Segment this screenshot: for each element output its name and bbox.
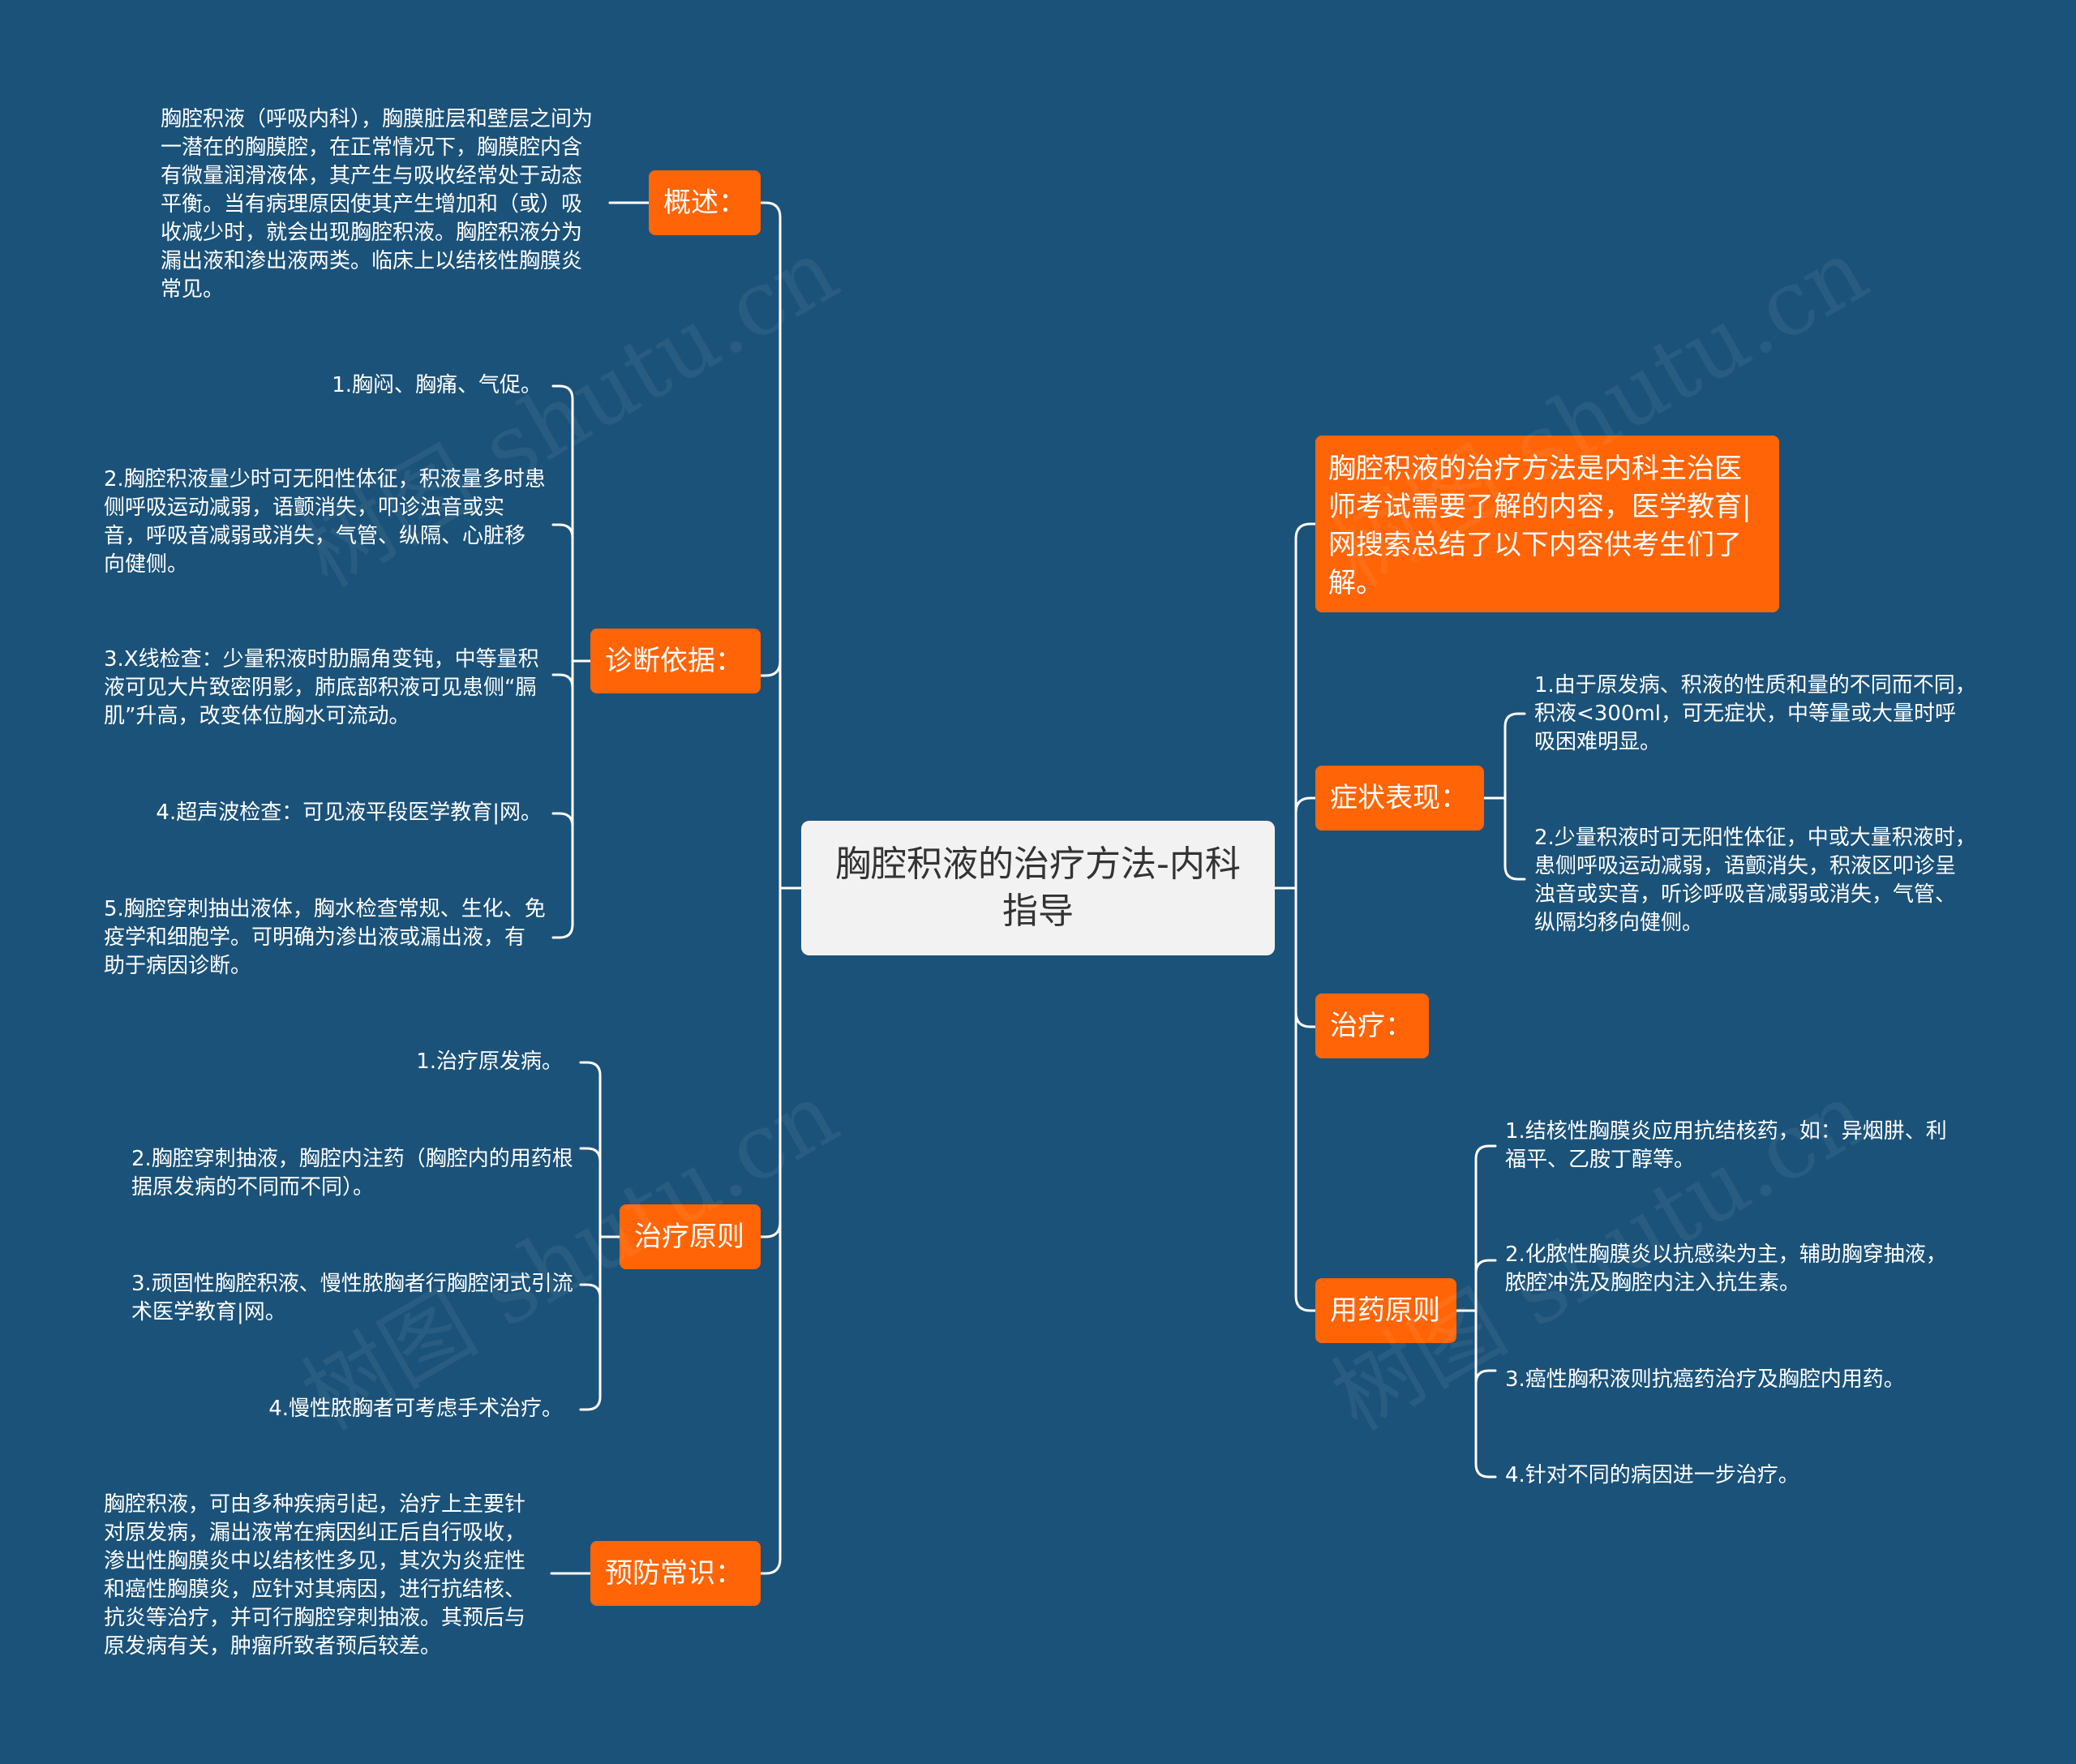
prevention-text: 胸腔积液，可由多种疾病引起，治疗上主要针对原发病，漏出液常在病因纠正后自行吸收，… — [104, 1492, 526, 1659]
branch-overview[interactable]: 概述： — [649, 170, 761, 235]
principles-item: 1.治疗原发病。 — [416, 1049, 563, 1074]
branch-principles[interactable]: 治疗原则 — [620, 1204, 761, 1269]
root-title: 胸腔积液的治疗方法-内科指导 — [835, 843, 1241, 932]
principles-item: 3.顽固性胸腔积液、慢性脓胸者行胸腔闭式引流术医学教育|网。 — [131, 1272, 573, 1324]
overview-text: 胸腔积液（呼吸内科），胸膜脏层和壁层之间为一潜在的胸膜腔，在正常情况下，胸膜腔内… — [161, 107, 594, 302]
principles-item: 4.慢性脓胸者可考虑手术治疗。 — [268, 1397, 563, 1421]
medication-item: 4.针对不同的病因进一步治疗。 — [1505, 1463, 1799, 1487]
branch-prevention-label: 预防常识： — [605, 1557, 743, 1590]
branch-principles-label: 治疗原则 — [634, 1221, 744, 1253]
branch-treatment-label: 治疗： — [1330, 1010, 1413, 1042]
intro-text: 胸腔积液的治疗方法是内科主治医师考试需要了解的内容，医学教育|网搜索总结了以下内… — [1328, 453, 1752, 599]
branch-prevention[interactable]: 预防常识： — [590, 1541, 761, 1606]
root-node[interactable]: 胸腔积液的治疗方法-内科指导 — [801, 821, 1275, 955]
diagnosis-item: 3.X线检查：少量积液时肋膈角变钝，中等量积液可见大片致密阴影，肺底部积液可见患… — [104, 647, 539, 728]
branch-overview-label: 概述： — [663, 187, 746, 219]
branch-medication[interactable]: 用药原则 — [1315, 1278, 1456, 1343]
branch-symptoms[interactable]: 症状表现： — [1315, 766, 1484, 830]
principles-item: 2.胸腔穿刺抽液，胸腔内注药（胸腔内的用药根据原发病的不同而不同）。 — [131, 1147, 573, 1200]
branch-diagnosis[interactable]: 诊断依据： — [590, 629, 761, 693]
symptoms-item: 2.少量积液时可无阳性体征，中或大量积液时，患侧呼吸运动减弱，语颤消失，积液区叩… — [1534, 826, 1976, 935]
branch-diagnosis-label: 诊断依据： — [605, 645, 743, 677]
branch-treatment[interactable]: 治疗： — [1315, 994, 1429, 1058]
symptoms-item: 1.由于原发病、积液的性质和量的不同而不同，积液<300ml，可无症状，中等量或… — [1534, 673, 1976, 754]
intro-node[interactable]: 胸腔积液的治疗方法是内科主治医师考试需要了解的内容，医学教育|网搜索总结了以下内… — [1315, 436, 1779, 612]
medication-item: 1.结核性胸膜炎应用抗结核药，如：异烟肼、利福平、乙胺丁醇等。 — [1505, 1119, 1947, 1172]
diagnosis-item: 1.胸闷、胸痛、气促。 — [332, 373, 542, 397]
medication-item: 2.化脓性胸膜炎以抗感染为主，辅助胸穿抽液，脓腔冲洗及胸腔内注入抗生素。 — [1505, 1243, 1947, 1295]
medication-item: 3.癌性胸积液则抗癌药治疗及胸腔内用药。 — [1505, 1367, 1905, 1392]
diagnosis-item: 5.胸腔穿刺抽出液体，胸水检查常规、生化、免疫学和细胞学。可明确为渗出液或漏出液… — [104, 897, 546, 978]
diagnosis-item: 2.胸腔积液量少时可无阳性体征，积液量多时患侧呼吸运动减弱，语颤消失，叩诊浊音或… — [104, 467, 546, 577]
branch-medication-label: 用药原则 — [1330, 1294, 1440, 1327]
branch-symptoms-label: 症状表现： — [1330, 782, 1468, 814]
diagnosis-item: 4.超声波检查：可见液平段医学教育|网。 — [156, 800, 542, 825]
